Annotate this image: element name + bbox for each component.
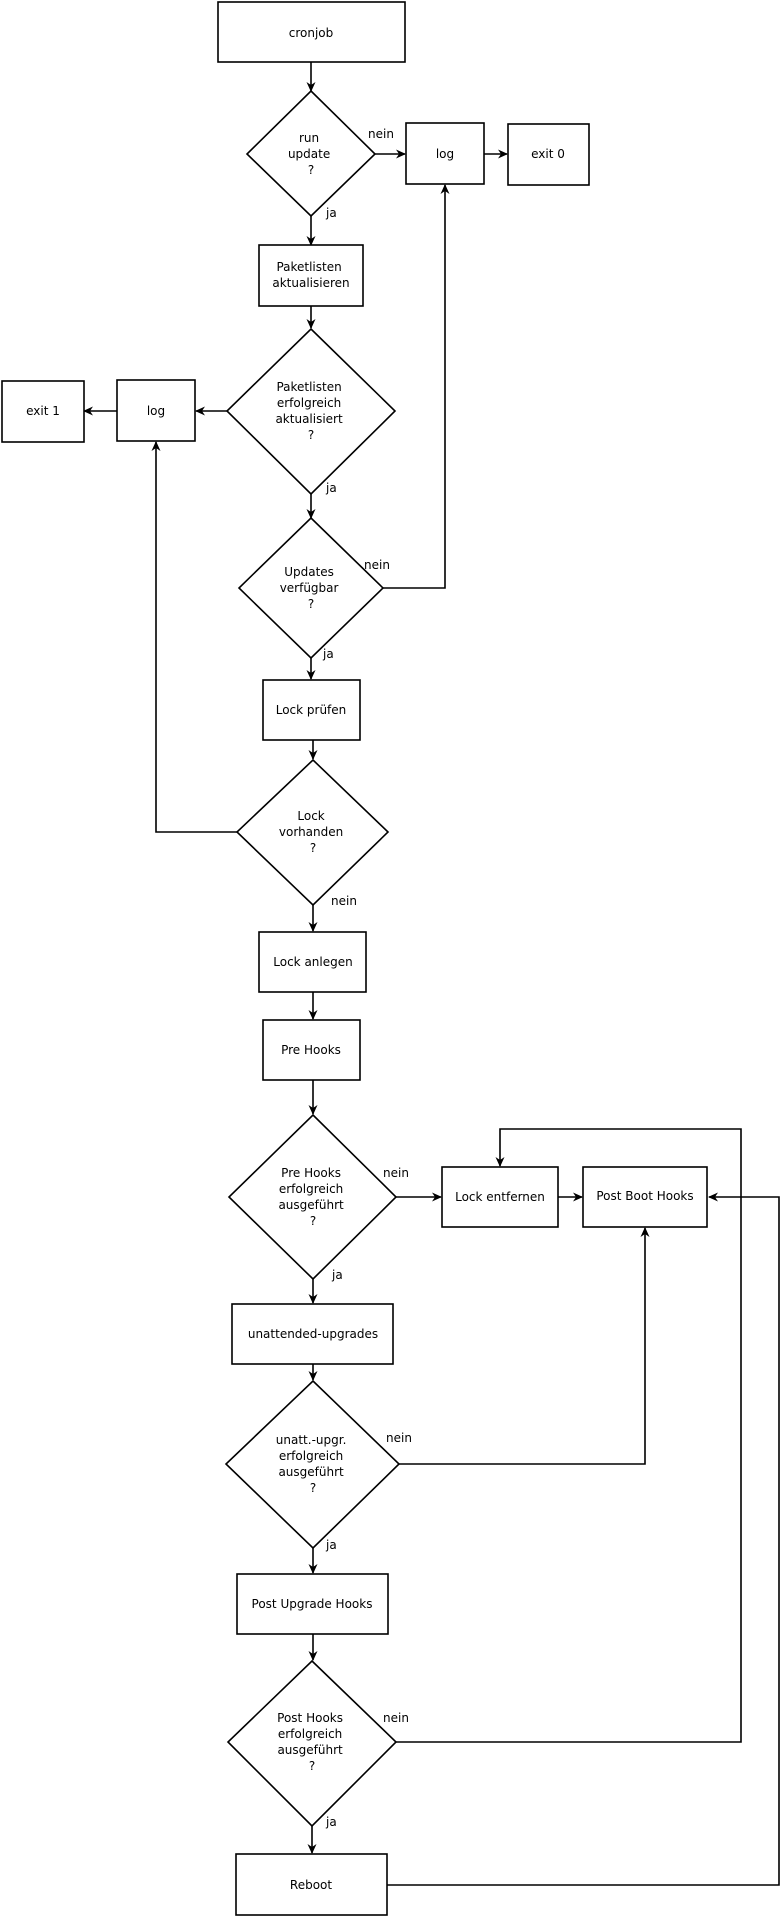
label-pre-hooks-ja: ja xyxy=(331,1268,343,1282)
edge-unatt-no-to-post-boot xyxy=(399,1227,650,1465)
node-post-boot-hooks-label: Post Boot Hooks xyxy=(596,1189,693,1203)
node-log-top-label: log xyxy=(436,147,454,161)
node-run-update-label: run update ? xyxy=(288,131,334,177)
label-unatt-ja: ja xyxy=(325,1538,337,1552)
node-unatt-ok: unatt.-upgr. erfolgreich ausgeführt ? xyxy=(224,1379,401,1550)
label-updates-ja: ja xyxy=(322,647,334,661)
node-paketlisten-aktualisieren-label: Paketlisten aktualisieren xyxy=(272,260,349,290)
node-pre-hooks-ok: Pre Hooks erfolgreich ausgeführt ? xyxy=(227,1113,398,1281)
label-lock-vorhanden-nein: nein xyxy=(331,894,357,908)
node-lock-entfernen-label: Lock entfernen xyxy=(455,1190,545,1204)
edges xyxy=(83,62,780,1886)
edge-lock-vorhanden-yes-to-log xyxy=(151,441,237,833)
label-updates-nein: nein xyxy=(364,558,390,572)
node-exit-1-label: exit 1 xyxy=(26,404,60,418)
node-post-upgrade-hooks: Post Upgrade Hooks xyxy=(236,1573,389,1635)
node-updates-verfuegbar: Updates verfügbar ? xyxy=(237,516,385,660)
node-run-update: run update ? xyxy=(245,89,377,218)
node-cronjob: cronjob xyxy=(217,1,406,63)
node-paketlisten-aktualisieren: Paketlisten aktualisieren xyxy=(258,244,364,307)
node-unatt-ok-label: unatt.-upgr. erfolgreich ausgeführt ? xyxy=(276,1433,350,1495)
label-paketlisten-ja: ja xyxy=(325,481,337,495)
label-pre-hooks-nein: nein xyxy=(383,1166,409,1180)
node-post-boot-hooks: Post Boot Hooks xyxy=(582,1166,708,1228)
node-log-top: log xyxy=(405,122,485,185)
node-cronjob-label: cronjob xyxy=(289,26,334,40)
edge-reboot-to-post-boot xyxy=(387,1192,780,1886)
label-post-hooks-nein: nein xyxy=(383,1711,409,1725)
node-pre-hooks-label: Pre Hooks xyxy=(281,1043,341,1057)
node-post-hooks-ok-label: Post Hooks erfolgreich ausgeführt ? xyxy=(277,1711,347,1773)
node-lock-pruefen: Lock prüfen xyxy=(262,679,361,741)
node-post-upgrade-hooks-label: Post Upgrade Hooks xyxy=(252,1597,373,1611)
node-reboot: Reboot xyxy=(235,1853,388,1916)
node-lock-anlegen: Lock anlegen xyxy=(258,931,367,993)
node-pre-hooks: Pre Hooks xyxy=(262,1019,361,1081)
node-exit-1: exit 1 xyxy=(1,380,85,443)
node-lock-vorhanden-label: Lock vorhanden ? xyxy=(279,809,347,855)
node-lock-entfernen: Lock entfernen xyxy=(441,1166,559,1228)
node-exit-0: exit 0 xyxy=(507,123,590,186)
node-log-left-label: log xyxy=(147,404,165,418)
node-lock-vorhanden: Lock vorhanden ? xyxy=(235,758,390,907)
node-updates-verfuegbar-label: Updates verfügbar ? xyxy=(280,565,343,611)
node-lock-anlegen-label: Lock anlegen xyxy=(273,955,352,969)
node-unattended-upgrades-label: unattended-upgrades xyxy=(248,1327,378,1341)
node-unattended-upgrades: unattended-upgrades xyxy=(231,1303,394,1365)
label-run-update-nein: nein xyxy=(368,127,394,141)
edge-updates-no-to-log xyxy=(383,184,450,589)
node-log-left: log xyxy=(116,379,196,442)
node-exit-0-label: exit 0 xyxy=(531,147,565,161)
edge-post-hooks-no-to-lock-entfernen xyxy=(396,1128,742,1743)
node-paketlisten-ok: Paketlisten erfolgreich aktualisiert ? xyxy=(225,327,397,496)
node-pre-hooks-ok-label: Pre Hooks erfolgreich ausgeführt ? xyxy=(278,1166,347,1228)
node-paketlisten-ok-label: Paketlisten erfolgreich aktualisiert ? xyxy=(275,380,346,442)
nodes: cronjob run update ? log exit 0 Paketlis… xyxy=(1,1,708,1916)
label-post-hooks-ja: ja xyxy=(325,1815,337,1829)
node-reboot-label: Reboot xyxy=(290,1878,332,1892)
node-lock-pruefen-label: Lock prüfen xyxy=(276,703,347,717)
label-run-update-ja: ja xyxy=(325,206,337,220)
node-post-hooks-ok: Post Hooks erfolgreich ausgeführt ? xyxy=(226,1659,398,1828)
label-unatt-nein: nein xyxy=(386,1431,412,1445)
